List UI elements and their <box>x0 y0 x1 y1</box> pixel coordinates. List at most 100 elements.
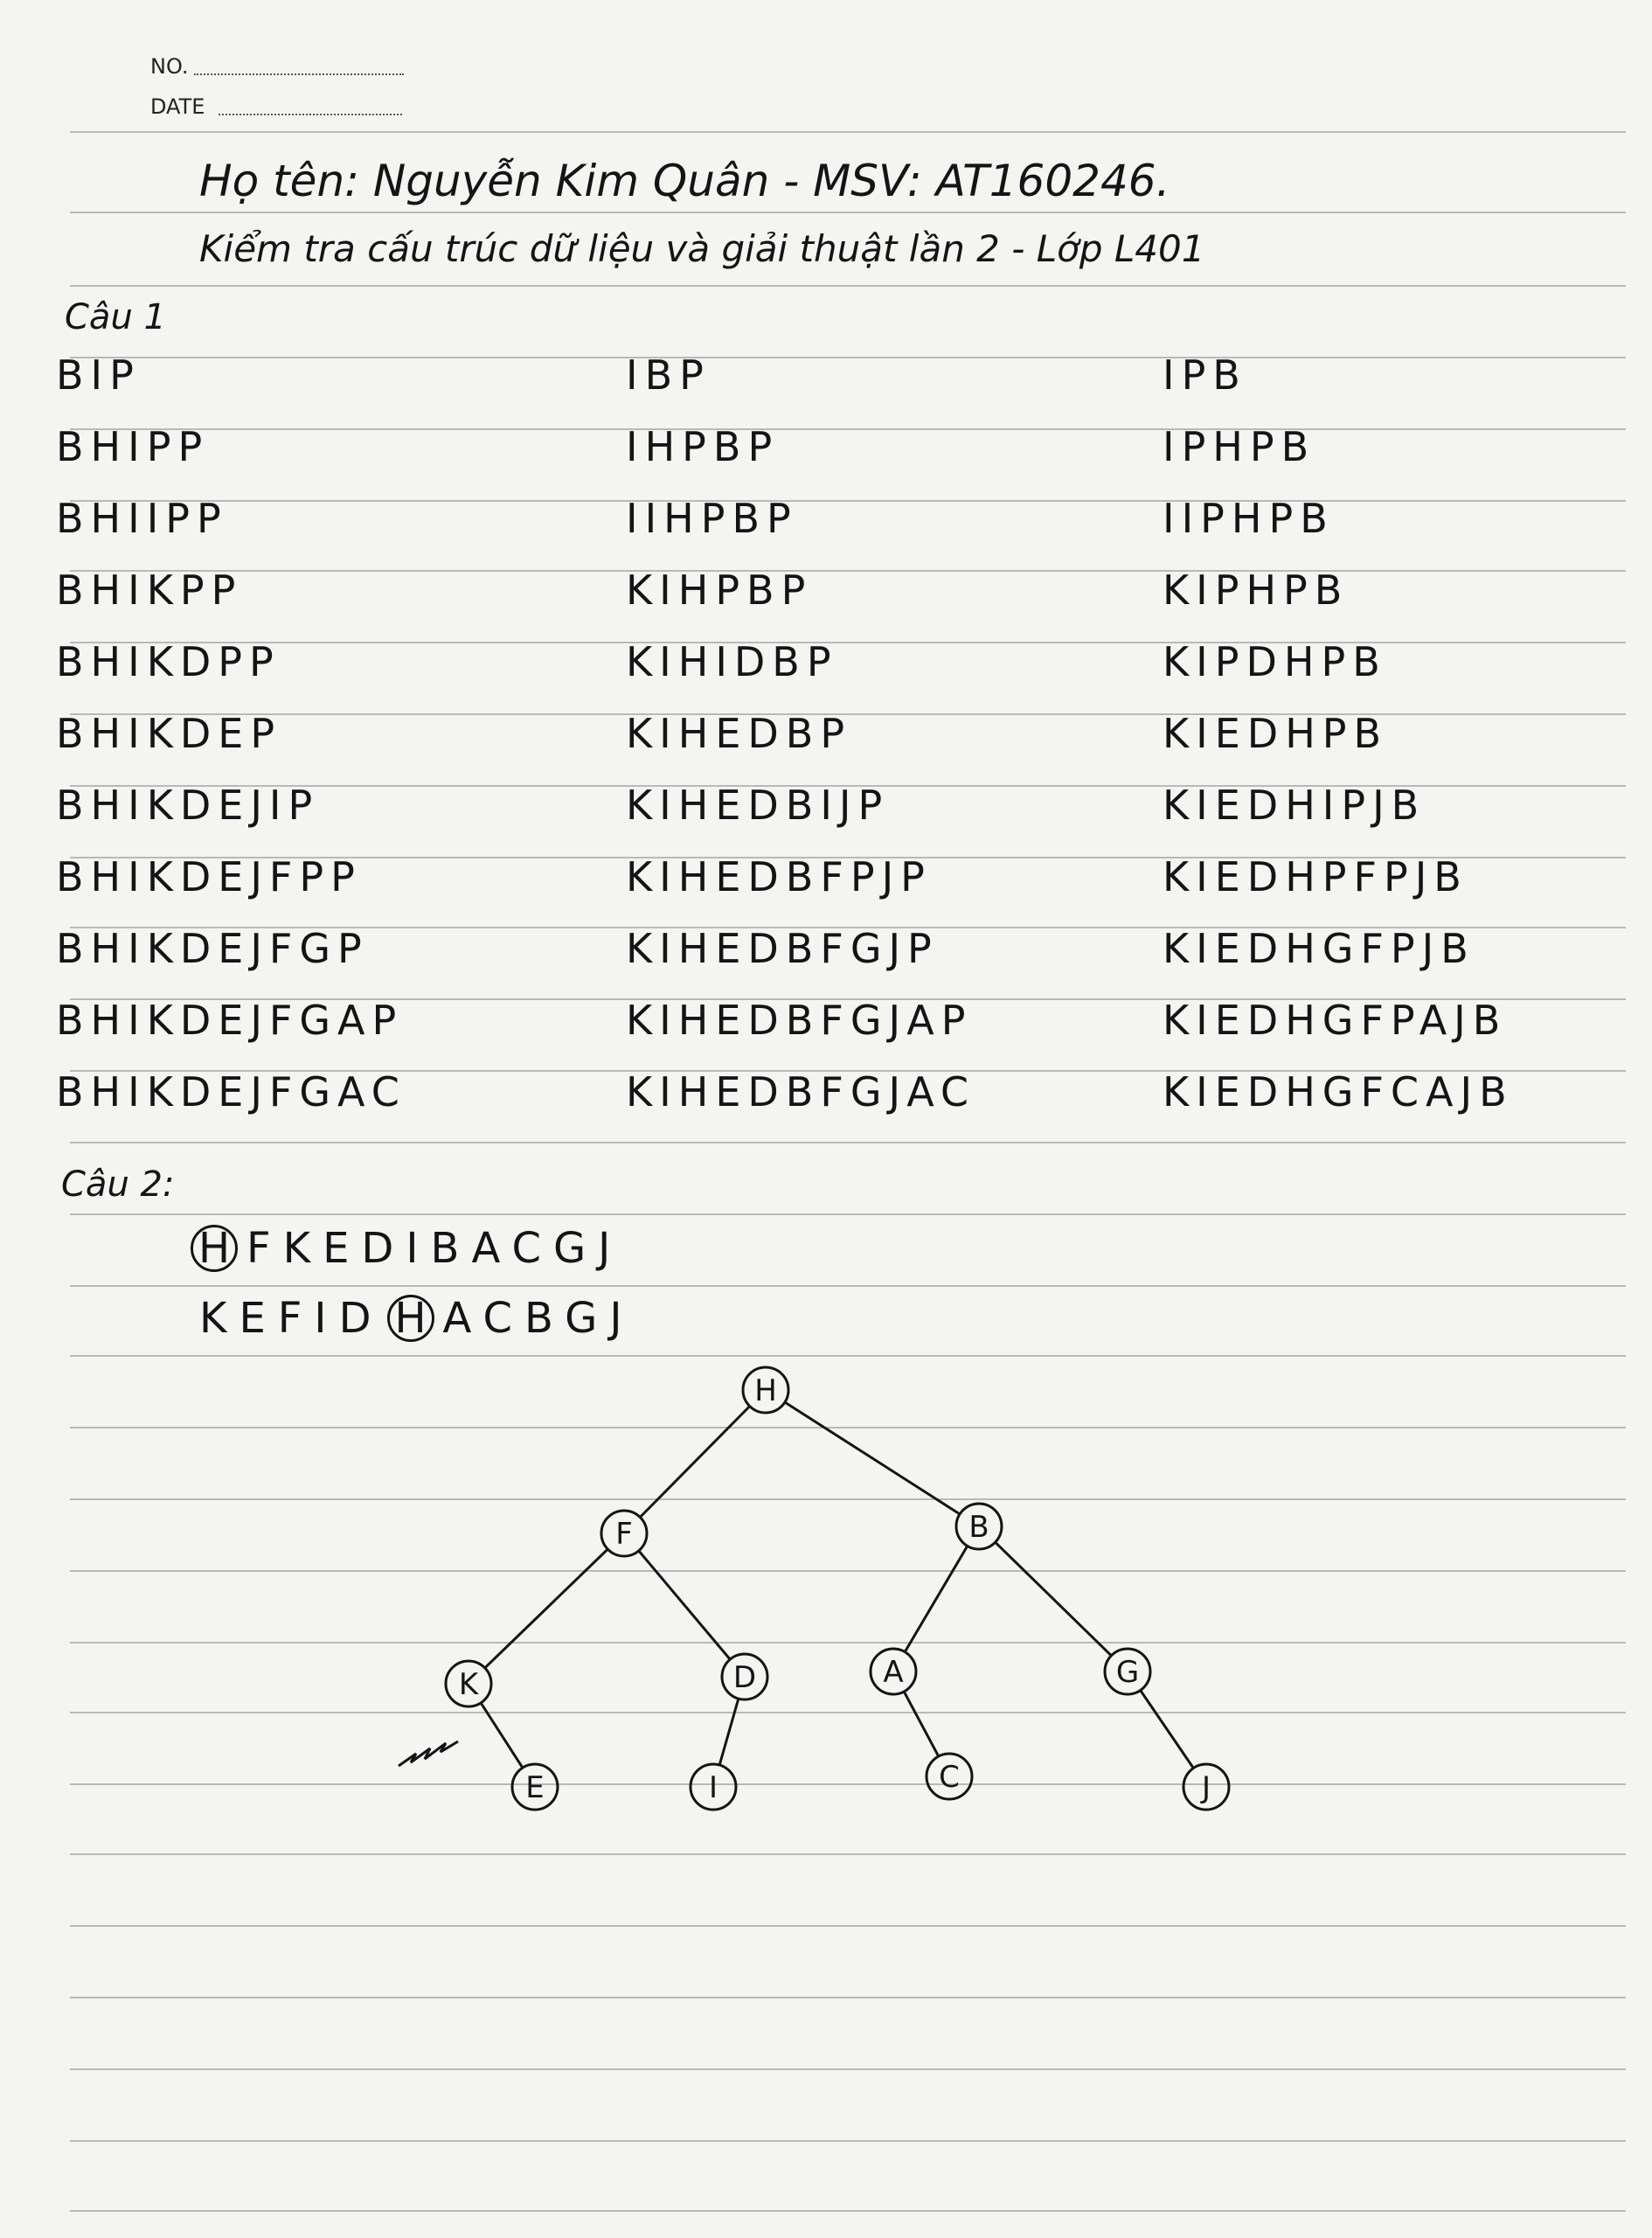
q1-row-1-column-3: IPB <box>1163 351 1247 399</box>
tree-node-D: D <box>720 1652 769 1701</box>
q1-row-11-column-3: KIEDHGFCAJB <box>1163 1068 1514 1116</box>
q1-row-9-column-1: BHIKDEJFGP <box>56 925 369 972</box>
tree-edge-B-A <box>903 1545 969 1653</box>
ruled-line <box>70 1712 1626 1713</box>
q1-row-8-column-1: BHIKDEJFPP <box>56 853 362 900</box>
ruled-line <box>70 1142 1626 1143</box>
tree-node-C: C <box>925 1752 974 1801</box>
q1-row-3-column-1: BHIIPP <box>56 495 228 542</box>
q1-row-5-column-2: KIHIDBP <box>626 638 838 685</box>
ruled-line <box>70 212 1626 213</box>
tree-node-label: C <box>939 1760 960 1795</box>
tree-node-circle <box>720 1652 769 1701</box>
tree-node-circle <box>954 1502 1003 1551</box>
q1-row-9-column-2: KIHEDBFGJP <box>626 925 939 972</box>
q1-row-8-column-3: KIEDHPFPJB <box>1163 853 1468 900</box>
tree-node-label: E <box>525 1770 544 1805</box>
tree-edge-F-D <box>637 1549 732 1661</box>
tree-edge-F-K <box>483 1547 609 1670</box>
q1-row-6-column-3: KIEDHPB <box>1163 710 1389 757</box>
ruled-line <box>70 1783 1626 1785</box>
inorder-right: ACBGJ <box>442 1294 635 1343</box>
ruled-line <box>70 713 1626 715</box>
ruled-line <box>70 642 1626 643</box>
tree-node-circle <box>869 1647 918 1696</box>
ruled-line <box>70 500 1626 502</box>
tree-node-I: I <box>689 1762 738 1811</box>
q1-row-2-column-2: IHPBP <box>626 423 780 470</box>
tree-node-label: G <box>1116 1655 1139 1690</box>
tree-node-label: J <box>1200 1770 1211 1805</box>
date-label: DATE <box>150 94 205 119</box>
ruled-line <box>70 1355 1626 1357</box>
q1-row-5-column-3: KIPDHPB <box>1163 638 1387 685</box>
tree-node-label: D <box>733 1660 756 1695</box>
tree-node-circle <box>925 1752 974 1801</box>
tree-edge-H-B <box>784 1400 961 1516</box>
q1-row-2-column-1: BHIPP <box>56 423 210 470</box>
q1-row-4-column-2: KIHPBP <box>626 566 813 614</box>
q1-row-4-column-1: BHIKPP <box>56 566 243 614</box>
inorder-root-circled: H <box>386 1295 434 1342</box>
q1-row-3-column-3: IIPHPB <box>1163 495 1335 542</box>
tree-edge-B-G <box>994 1541 1113 1657</box>
q1-row-2-column-3: IPHPB <box>1163 423 1316 470</box>
q1-row-8-column-2: KIHEDBFPJP <box>626 853 932 900</box>
tree-edge-H-F <box>639 1405 751 1519</box>
question-1-label: Câu 1 <box>65 297 166 337</box>
tree-node-label: A <box>883 1655 903 1690</box>
q1-row-1-column-2: IBP <box>626 351 711 399</box>
ruled-line <box>70 570 1626 572</box>
tree-node-E: E <box>510 1762 559 1811</box>
no-label: NO. <box>150 54 189 79</box>
tree-node-F: F <box>600 1509 649 1558</box>
tree-node-circle <box>510 1762 559 1811</box>
tree-node-circle <box>741 1366 790 1414</box>
q1-row-10-column-3: KIEDHGFPAJB <box>1163 997 1508 1044</box>
q1-row-6-column-1: BHIKDEP <box>56 710 282 757</box>
q1-row-6-column-2: KIHEDBP <box>626 710 852 757</box>
ruled-line <box>70 285 1626 287</box>
preorder-rest: FKEDIBACGJ <box>246 1224 623 1273</box>
tree-node-label: H <box>754 1373 777 1408</box>
tree-node-G: G <box>1103 1647 1152 1696</box>
tree-node-J: J <box>1182 1762 1231 1811</box>
tree-node-K: K <box>444 1659 493 1708</box>
question-2-label: Câu 2: <box>61 1164 175 1205</box>
ruled-line <box>70 1070 1626 1072</box>
tree-edge-D-I <box>718 1698 740 1766</box>
tree-node-circle <box>1182 1762 1231 1811</box>
inorder-left: KEFID <box>199 1294 384 1343</box>
ruled-line <box>70 357 1626 358</box>
exam-subtitle: Kiểm tra cấu trúc dữ liệu và giải thuật … <box>199 227 1205 270</box>
tree-node-H: H <box>741 1366 790 1414</box>
q1-row-10-column-2: KIHEDBFGJAP <box>626 997 973 1044</box>
tree-edge-A-C <box>902 1691 941 1757</box>
tree-node-B: B <box>954 1502 1003 1551</box>
tree-node-label: F <box>615 1517 633 1552</box>
ruled-line <box>70 785 1626 787</box>
ruled-line <box>70 2140 1626 2142</box>
q1-row-9-column-3: KIEDHGFPJB <box>1163 925 1475 972</box>
ruled-line <box>70 2210 1626 2212</box>
tree-node-circle <box>444 1659 493 1708</box>
ruled-line <box>70 857 1626 858</box>
q1-row-11-column-1: BHIKDEJFGAC <box>56 1068 406 1116</box>
ruled-line <box>70 1213 1626 1215</box>
q1-row-7-column-3: KIEDHIPJB <box>1163 782 1426 829</box>
ruled-line <box>70 1285 1626 1287</box>
tree-edge-G-J <box>1139 1689 1195 1769</box>
ruled-line <box>70 927 1626 928</box>
scribble-mark <box>398 1740 459 1768</box>
tree-node-circle <box>689 1762 738 1811</box>
ruled-line <box>70 1853 1626 1855</box>
ruled-line <box>70 1498 1626 1500</box>
student-name-line: Họ tên: Nguyễn Kim Quân - MSV: AT160246. <box>199 156 1170 206</box>
q1-row-11-column-2: KIHEDBFGJAC <box>626 1068 976 1116</box>
q1-row-10-column-1: BHIKDEJFGAP <box>56 997 404 1044</box>
q1-row-7-column-1: BHIKDEJIP <box>56 782 320 829</box>
